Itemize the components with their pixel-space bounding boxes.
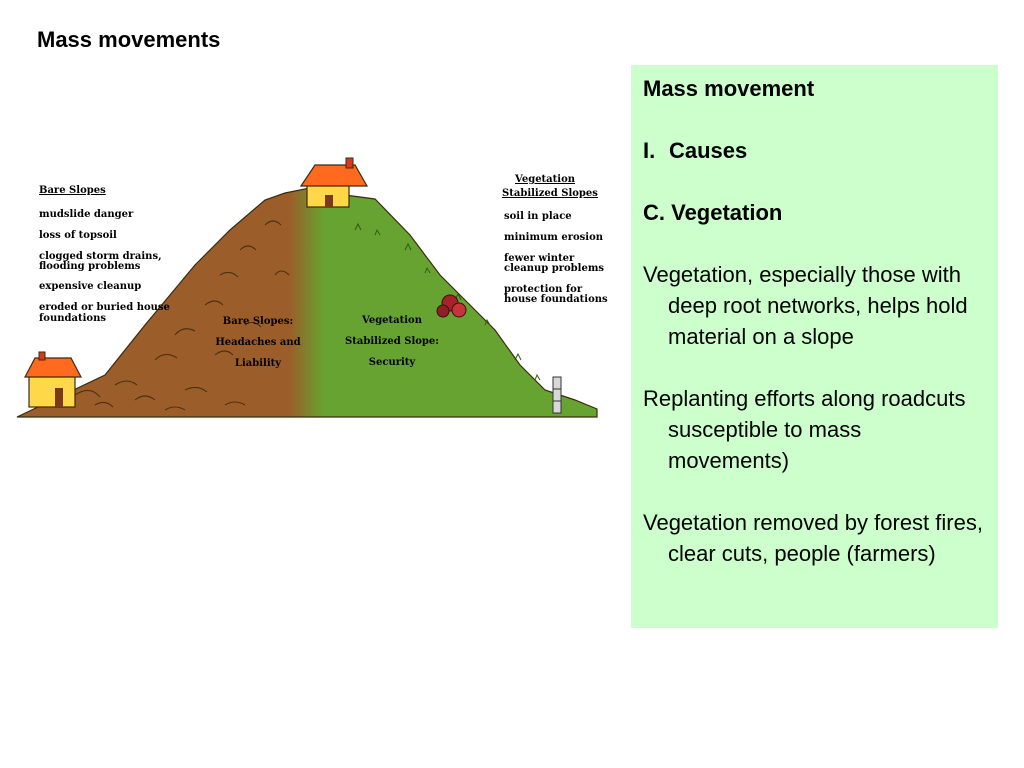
veg-item: minimum erosion: [504, 232, 604, 243]
notes-paragraph: Vegetation, especially those with deep r…: [643, 262, 968, 349]
spacer: [643, 104, 988, 135]
bare-item: expensive cleanup: [39, 281, 141, 292]
veg-item: cleanup problems: [504, 263, 604, 274]
bare-slopes-header: Bare Slopes: [39, 185, 106, 196]
spacer: [643, 476, 988, 507]
slide-title: Mass movements: [37, 27, 221, 52]
bare-item: flooding problems: [39, 261, 141, 272]
slope-vegetation-diagram: Bare Slopes mudslide danger loss of tops…: [15, 155, 615, 423]
section-causes: I. Causes: [643, 135, 988, 166]
grass-texture: [354, 222, 541, 381]
spacer: [643, 352, 988, 383]
shrub-icon: [436, 294, 467, 318]
hill-bare-label: Liability: [235, 358, 282, 369]
hill-slope: [16, 186, 598, 418]
hill-veg-label: Vegetation: [361, 315, 423, 326]
veg-item: protection for: [504, 284, 583, 295]
bare-item: loss of topsoil: [39, 230, 117, 241]
vegetation-header: Stabilized Slopes: [502, 188, 598, 199]
veg-item: house foundations: [504, 294, 608, 305]
spacer: [643, 228, 988, 259]
vegetation-header: Vegetation: [514, 174, 576, 185]
house-top-icon: [299, 157, 369, 208]
veg-item: soil in place: [504, 211, 572, 222]
subsection-vegetation: C. Vegetation: [643, 200, 783, 225]
notes-heading: Mass movement: [643, 76, 815, 101]
hill-bare-label: Headaches and: [215, 337, 300, 348]
notes-panel: Mass movement I. Causes C. Vegetation Ve…: [631, 65, 998, 628]
house-bottom-icon: [24, 351, 82, 408]
retaining-wall-icon: [552, 376, 562, 414]
bare-item: foundations: [39, 313, 106, 324]
notes-paragraph: Replanting efforts along roadcuts suscep…: [643, 386, 966, 473]
veg-item: fewer winter: [504, 253, 575, 264]
section-number: I.: [643, 138, 656, 163]
rock-texture: [74, 220, 290, 411]
spacer: [643, 166, 988, 197]
hill-veg-label: Security: [369, 357, 417, 368]
hill-veg-label: Stabilized Slope:: [345, 336, 439, 347]
bare-item: eroded or buried house: [39, 302, 170, 313]
section-label: Causes: [669, 138, 748, 163]
bare-item: mudslide danger: [39, 209, 134, 220]
notes-paragraph: Vegetation removed by forest fires, clea…: [643, 510, 983, 566]
bare-item: clogged storm drains,: [39, 251, 162, 262]
hill-bare-label: Bare Slopes:: [223, 316, 293, 327]
